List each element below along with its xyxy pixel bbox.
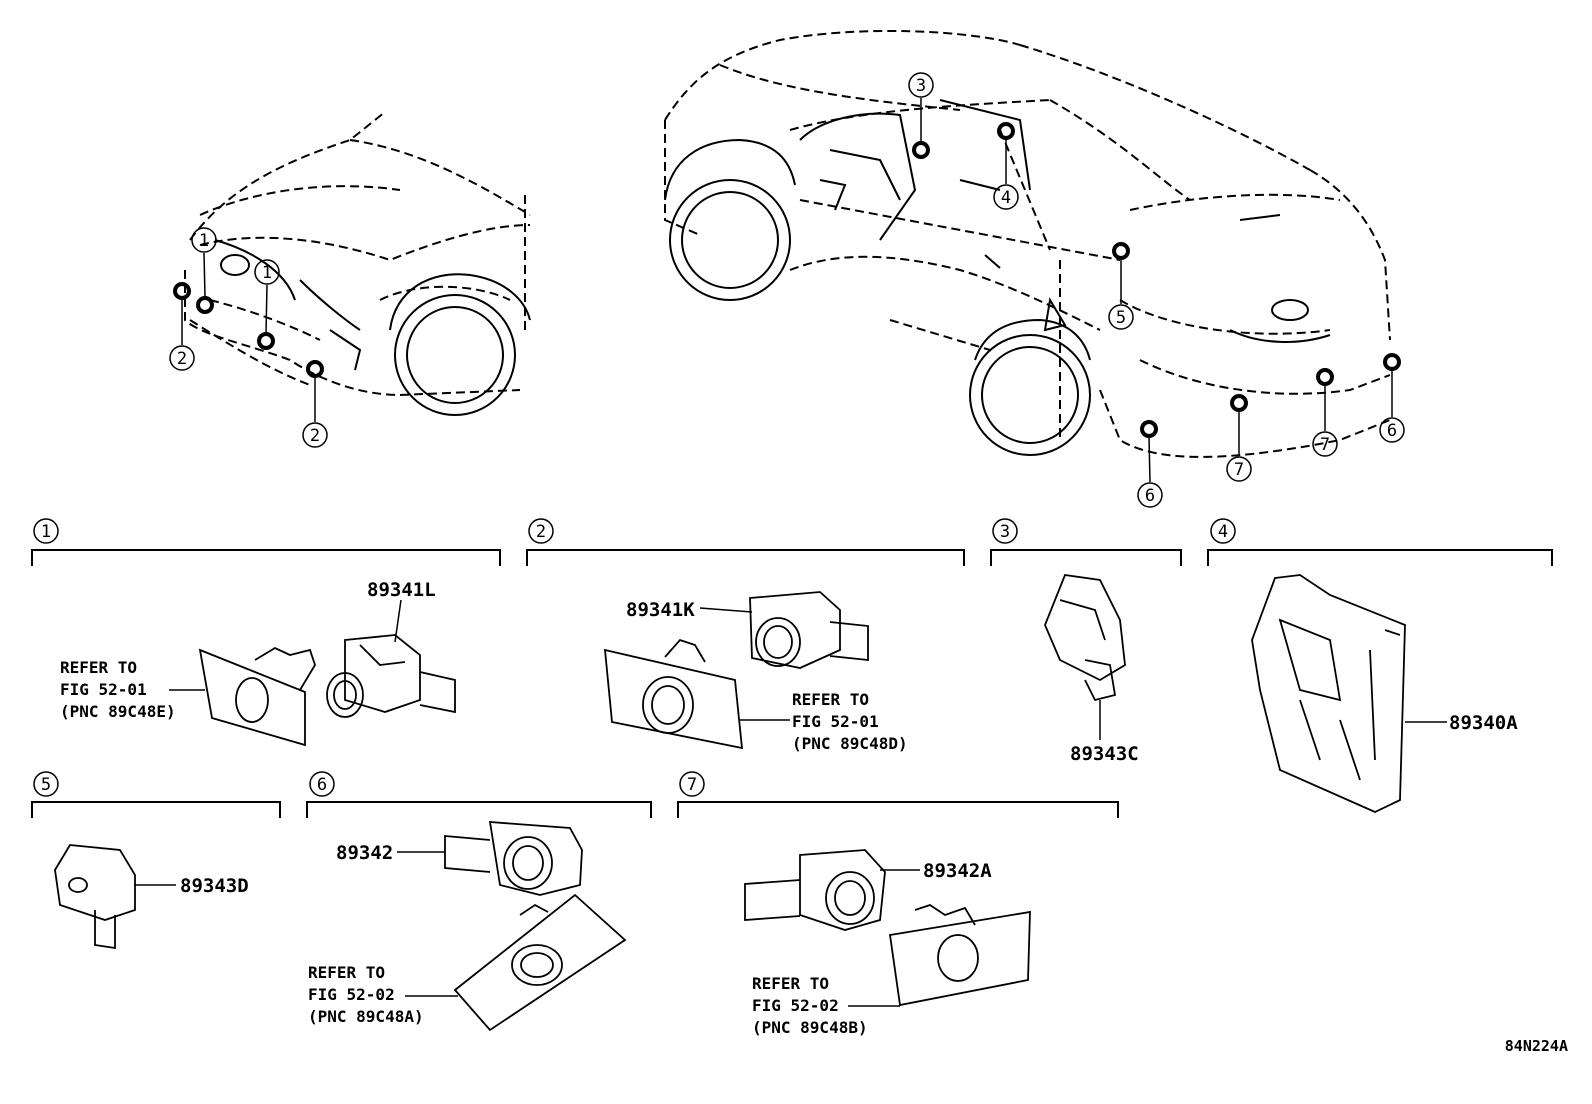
- refer-6-line-1: REFER TO: [308, 963, 385, 982]
- rear-vehicle-view: [664, 29, 1391, 458]
- part-number-89340A: 89340A: [1449, 712, 1518, 734]
- sensor-89343D-illustration: [54, 844, 136, 950]
- rear-vehicle-solid: [664, 99, 1331, 456]
- callout-6-b: 6: [1387, 421, 1397, 441]
- location-markers: [173, 122, 1401, 438]
- refer-7-line-1: REFER TO: [752, 974, 829, 993]
- callout-4: 4: [1001, 188, 1011, 208]
- vehicle-callout-labels: 1 1 2 2 3 4 5 6 6 7 7: [177, 76, 1397, 506]
- sensor-89342-illustration: [444, 821, 583, 896]
- part-number-89343C: 89343C: [1070, 743, 1139, 765]
- section-7-number: 7: [687, 775, 697, 795]
- section-headers: 1 2 3 4 5 6 7: [41, 522, 1228, 795]
- diagram-code: 84N224A: [1504, 1037, 1568, 1055]
- callout-7-b: 7: [1320, 435, 1330, 455]
- callout-1-a: 1: [199, 231, 209, 251]
- callout-1-b: 1: [262, 263, 272, 283]
- callout-6-a: 6: [1145, 486, 1155, 506]
- callout-2-a: 2: [177, 349, 187, 369]
- refer-2-line-2: FIG 52-01: [792, 712, 879, 731]
- front-vehicle-solid: [214, 239, 531, 416]
- front-vehicle-view: [184, 111, 531, 396]
- refer-7-line-2: FIG 52-02: [752, 996, 839, 1015]
- section-3-number: 3: [1000, 522, 1010, 542]
- part-number-89343D: 89343D: [180, 875, 249, 897]
- sensor-89343C-illustration: [1044, 574, 1126, 702]
- refer-6-line-2: FIG 52-02: [308, 985, 395, 1004]
- sensor-89341K-illustration: [749, 591, 869, 669]
- section-2-number: 2: [536, 522, 546, 542]
- bezel-section-6: [453, 893, 627, 1032]
- refer-1-line-1: REFER TO: [60, 658, 137, 677]
- callout-5: 5: [1116, 308, 1126, 328]
- part-numbers: 89341L 89341K 89343C 89340A 89343D 89342…: [180, 579, 1518, 897]
- section-6-number: 6: [317, 775, 327, 795]
- part-number-89342A: 89342A: [923, 860, 992, 882]
- callout-3: 3: [916, 76, 926, 96]
- refer-1-line-2: FIG 52-01: [60, 680, 147, 699]
- section-brackets: [31, 549, 1553, 818]
- callout-7-a: 7: [1234, 460, 1244, 480]
- refer-2-line-3: (PNC 89C48D): [792, 734, 908, 753]
- section-5-number: 5: [41, 775, 51, 795]
- part-number-89341K: 89341K: [626, 599, 695, 621]
- refer-6-line-3: (PNC 89C48A): [308, 1007, 424, 1026]
- part-number-89342: 89342: [336, 842, 393, 864]
- callout-2-b: 2: [310, 426, 320, 446]
- bezel-section-7: [888, 904, 1031, 1007]
- marker-leaders: [181, 98, 1393, 483]
- part-leaders: [135, 599, 1447, 1007]
- callout-circles: [33, 72, 1405, 797]
- refer-1-line-3: (PNC 89C48E): [60, 702, 176, 721]
- refer-notes: REFER TO FIG 52-01 (PNC 89C48E) REFER TO…: [60, 658, 908, 1037]
- section-1-number: 1: [41, 522, 51, 542]
- refer-2-line-1: REFER TO: [792, 690, 869, 709]
- sensor-89341L-illustration: [326, 634, 456, 718]
- part-number-89341L: 89341L: [367, 579, 436, 601]
- ecu-89340A-illustration: [1251, 574, 1406, 813]
- refer-7-line-3: (PNC 89C48B): [752, 1018, 868, 1037]
- bezel-section-2: [603, 638, 744, 750]
- bezel-section-1: [198, 646, 316, 747]
- sensor-89342A-illustration: [744, 849, 886, 931]
- section-4-number: 4: [1218, 522, 1228, 542]
